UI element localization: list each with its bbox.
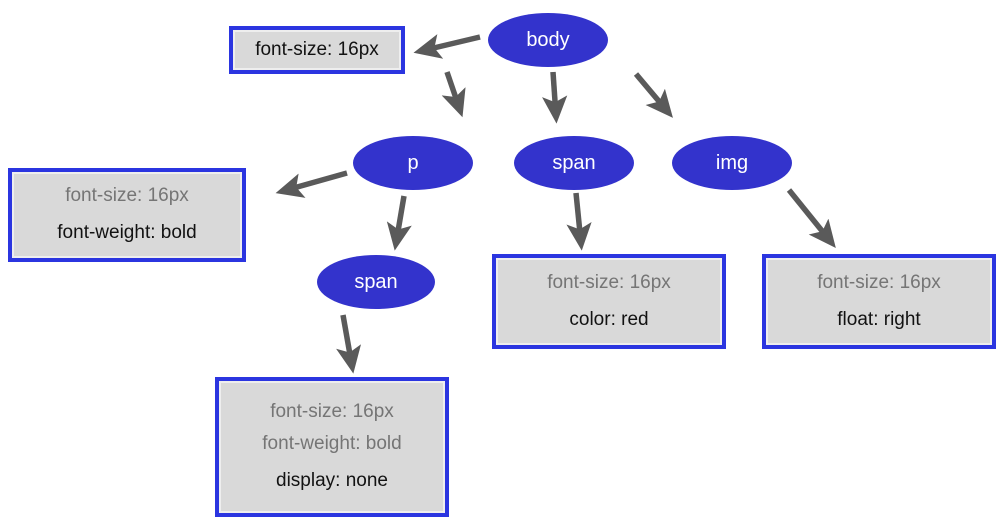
element-node-span2[interactable]: span: [317, 255, 435, 309]
declared-property: display: none: [276, 469, 388, 491]
declared-property: font-size: 16px: [255, 38, 379, 60]
arrow-img-to-styles: [786, 188, 836, 248]
inherited-property: font-size: 16px: [817, 271, 941, 293]
element-node-body[interactable]: body: [488, 13, 608, 67]
node-label: span: [552, 152, 596, 174]
node-label: span: [354, 271, 398, 293]
element-node-span1[interactable]: span: [514, 136, 634, 190]
style-box-img-styles: font-size: 16px float: right: [762, 254, 996, 349]
inherited-property: font-size: 16px: [270, 401, 394, 423]
arrow-body-to-body-styles: [413, 34, 481, 59]
declared-property: color: red: [569, 308, 649, 330]
inherited-property: font-weight: bold: [262, 433, 402, 455]
declared-property: font-weight: bold: [57, 222, 197, 243]
arrow-span1-to-styles: [566, 192, 592, 251]
inherited-property: font-size: 16px: [65, 185, 189, 207]
node-label: img: [715, 152, 749, 174]
node-label: p: [407, 152, 419, 174]
declared-property: float: right: [837, 308, 921, 330]
node-label: body: [526, 29, 570, 51]
arrow-p-to-span2: [386, 195, 412, 251]
arrow-p-to-p-styles: [275, 170, 348, 198]
inherited-property: font-size: 16px: [547, 271, 671, 293]
style-box-span1-styles: font-size: 16px color: red: [492, 254, 726, 349]
element-node-p[interactable]: p: [353, 136, 473, 190]
style-box-span2-styles: font-size: 16px font-weight: bold display:…: [215, 377, 449, 517]
style-box-body-styles: font-size: 16px: [229, 26, 405, 74]
arrow-body-to-p: [441, 71, 466, 118]
arrow-span2-to-styles: [336, 314, 362, 374]
arrow-body-to-img: [633, 72, 673, 118]
element-node-img[interactable]: img: [672, 136, 792, 190]
arrow-body-to-span1: [542, 71, 568, 124]
style-box-p-styles: font-size: 16px font-weight: bold: [8, 168, 246, 262]
